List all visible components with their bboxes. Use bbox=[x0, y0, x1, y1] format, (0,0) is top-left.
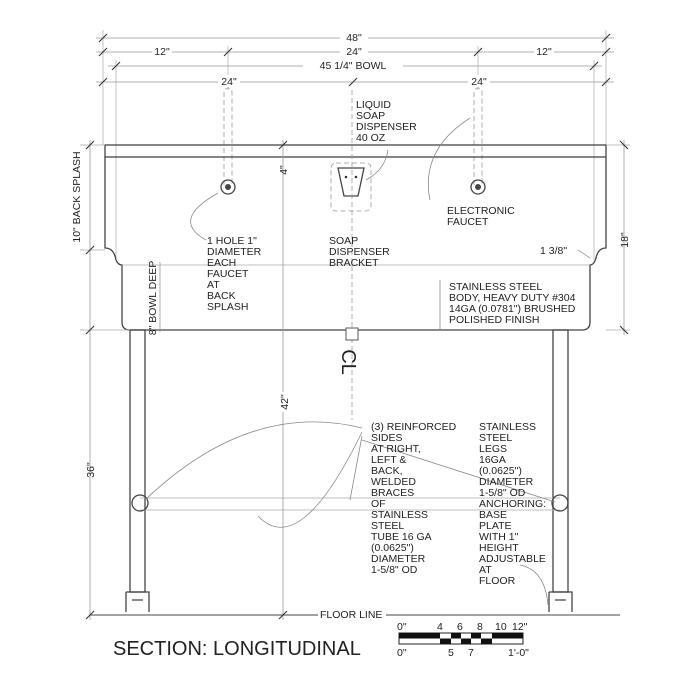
note-text: SPLASH bbox=[207, 301, 248, 313]
note-text: POLISHED FINISH bbox=[449, 314, 539, 326]
note-text: BRACES bbox=[371, 487, 414, 499]
faucet-left-dim: 24" bbox=[221, 76, 237, 88]
note-text: 6 bbox=[457, 621, 463, 633]
note-text: DIAMETER bbox=[207, 246, 262, 258]
note-text: HEIGHT bbox=[479, 542, 519, 554]
note-text: DISPENSER bbox=[329, 246, 390, 258]
note-body: STAINLESS STEEL BODY, HEAVY DUTY #304 14… bbox=[449, 281, 576, 326]
note-text: BASE bbox=[479, 509, 507, 521]
overall-width: 48" bbox=[346, 32, 362, 44]
note-bracket: SOAP DISPENSER BRACKET bbox=[329, 235, 390, 269]
note-text: ADJUSTABLE bbox=[479, 553, 546, 565]
note-text: BACK, bbox=[371, 465, 403, 477]
soap-dispenser bbox=[330, 162, 372, 212]
note-text: AT RIGHT, bbox=[371, 443, 421, 455]
right-height-dim: 18" bbox=[619, 232, 631, 248]
left-offset: 12" bbox=[154, 46, 170, 58]
floor-line-label: FLOOR LINE bbox=[320, 609, 382, 621]
note-text: FLOOR bbox=[479, 575, 516, 587]
note-faucet: ELECTRONIC FAUCET bbox=[447, 205, 515, 228]
note-text: 8 bbox=[477, 621, 483, 633]
note-text: 1-5/8" OD bbox=[479, 487, 526, 499]
note-text: WITH 1" bbox=[479, 531, 519, 543]
note-text: DIAMETER bbox=[479, 476, 534, 488]
note-text: (3) REINFORCED bbox=[371, 421, 457, 433]
note-text: ANCHORING: bbox=[479, 498, 546, 510]
bowl-deep-dim: 8" BOWL DEEP bbox=[147, 261, 159, 336]
note-text: LIQUID bbox=[356, 99, 391, 111]
faucet-drop-dim: 4" bbox=[278, 165, 290, 175]
note-text: 16GA bbox=[479, 454, 506, 466]
note-text: 0" bbox=[397, 647, 407, 659]
note-text: 12" bbox=[512, 621, 528, 633]
note-text: (0.0625") bbox=[371, 542, 414, 554]
note-hole: 1 HOLE 1" DIAMETER EACH FAUCET AT BACK S… bbox=[207, 235, 262, 313]
drawing-title: SECTION: LONGITUDINAL bbox=[113, 638, 361, 660]
note-text: STAINLESS bbox=[371, 509, 428, 521]
note-text: (0.0625") bbox=[479, 465, 522, 477]
top-dimensions: 48" 12" 24" 12" 45 1/4" BOWL 24" 24" bbox=[96, 30, 614, 260]
note-text: DIAMETER bbox=[371, 553, 426, 565]
side-dimensions: 10" BACK SPLASH 36" 8" BOWL DEEP 42" 4" … bbox=[71, 140, 631, 620]
leaders bbox=[144, 117, 556, 606]
note-text: 40 OZ bbox=[356, 132, 386, 144]
note-soap: LIQUID SOAP DISPENSER 40 OZ bbox=[356, 99, 417, 144]
scale-bar: 0" 4 6 8 10 12" 0" 5 7 1'-0" bbox=[397, 621, 529, 659]
note-text: FAUCET bbox=[447, 216, 489, 228]
total-height-dim: 42" bbox=[279, 394, 291, 410]
centerline-symbol: CL bbox=[337, 349, 359, 375]
note-text: OF bbox=[371, 498, 386, 510]
note-text: 4 bbox=[437, 621, 443, 633]
note-text: SIDES bbox=[371, 432, 403, 444]
note-text: EACH bbox=[207, 257, 236, 269]
note-text: BODY, HEAVY DUTY #304 bbox=[449, 292, 576, 304]
bowl-width: 45 1/4" BOWL bbox=[320, 60, 387, 72]
note-legs: STAINLESS STEEL LEGS 16GA (0.0625") DIAM… bbox=[479, 421, 546, 587]
note-text: WELDED bbox=[371, 476, 416, 488]
note-text: 0" bbox=[397, 621, 407, 633]
note-text: FAUCET bbox=[207, 268, 249, 280]
center-span: 24" bbox=[346, 46, 362, 58]
note-text: ELECTRONIC bbox=[447, 205, 515, 217]
faucet-right-dim: 24" bbox=[471, 76, 487, 88]
note-text: AT bbox=[479, 564, 492, 576]
rim-dim: 1 3/8" bbox=[540, 245, 567, 257]
note-text: 1'-0" bbox=[508, 647, 529, 659]
note-braces: (3) REINFORCED SIDES AT RIGHT, LEFT & BA… bbox=[371, 421, 457, 576]
note-text: STEEL bbox=[479, 432, 512, 444]
note-text: PLATE bbox=[479, 520, 511, 532]
back-splash-dim: 10" BACK SPLASH bbox=[71, 151, 83, 242]
note-text: 1-5/8" OD bbox=[371, 564, 418, 576]
brace-right bbox=[551, 494, 569, 512]
note-text: LEFT & bbox=[371, 454, 406, 466]
note-text: LEGS bbox=[479, 443, 507, 455]
leg-height-dim: 36" bbox=[85, 462, 97, 478]
brace-left bbox=[131, 494, 149, 512]
note-text: 10 bbox=[495, 621, 507, 633]
faucet-hole-right bbox=[470, 179, 486, 195]
note-text: DISPENSER bbox=[356, 121, 417, 133]
note-text: SOAP bbox=[329, 235, 358, 247]
faucet-hole-left bbox=[220, 179, 236, 195]
note-text: STEEL bbox=[371, 520, 404, 532]
note-text: SOAP bbox=[356, 110, 385, 122]
note-text: 5 bbox=[448, 647, 454, 659]
note-text: STAINLESS STEEL bbox=[449, 281, 542, 293]
faucets bbox=[220, 87, 486, 195]
note-text: STAINLESS bbox=[479, 421, 536, 433]
note-text: BRACKET bbox=[329, 257, 379, 269]
note-text: 14GA (0.0781") BRUSHED bbox=[449, 303, 576, 315]
note-text: BACK bbox=[207, 290, 236, 302]
note-text: TUBE 16 GA bbox=[371, 531, 432, 543]
note-text: AT bbox=[207, 279, 220, 291]
right-offset: 12" bbox=[536, 46, 552, 58]
note-text: 1 HOLE 1" bbox=[207, 235, 257, 247]
note-text: 7 bbox=[468, 647, 474, 659]
